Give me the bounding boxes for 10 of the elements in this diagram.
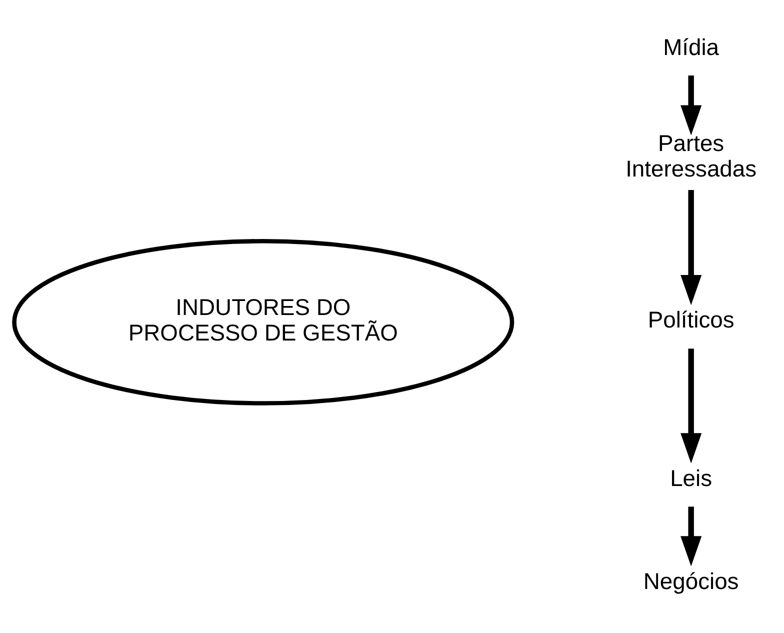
node-text: Leis [670, 464, 712, 491]
arrow [680, 348, 702, 464]
arrow [680, 76, 702, 136]
node-text: Partes Interessadas [626, 130, 757, 182]
node-text: Mídia [663, 34, 720, 60]
arrow [680, 506, 702, 566]
node-ellipse: INDUTORES DO PROCESSO DE GESTÃO [12, 239, 514, 406]
arrow [680, 190, 702, 306]
node-text: Políticos [648, 306, 734, 333]
node-text: Negócios [643, 568, 739, 594]
